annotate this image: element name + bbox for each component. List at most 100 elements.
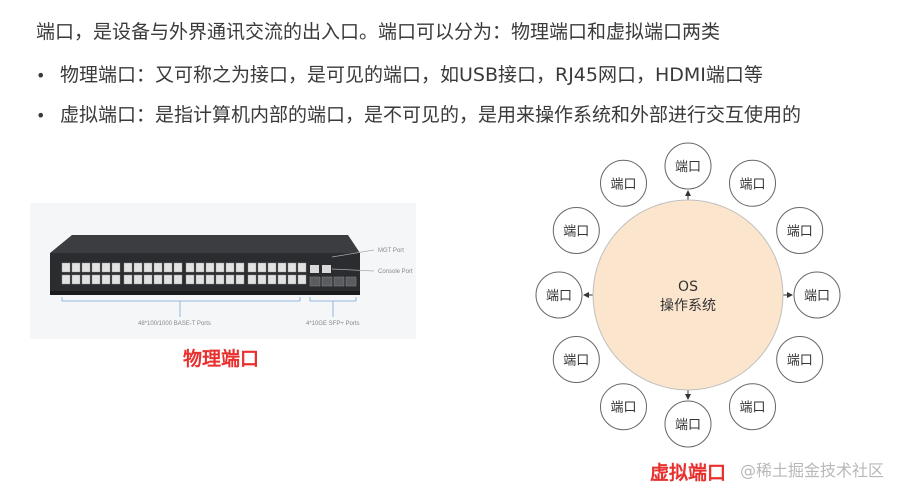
rj45-port xyxy=(235,262,245,273)
bullet-text: 物理端口：又可称之为接口，是可见的端口，如USB接口，RJ45网口，HDMI端口… xyxy=(60,64,763,86)
rj45-port xyxy=(61,274,71,285)
port-node-circle xyxy=(535,271,583,319)
rj45-port xyxy=(267,274,277,285)
sfp-ports-label: 4*10GE SFP+ Ports xyxy=(306,321,360,327)
sfp-port xyxy=(309,276,321,287)
rj45-port xyxy=(133,262,143,273)
rj45-port xyxy=(195,274,205,285)
rj45-port xyxy=(101,274,111,285)
rj45-port xyxy=(123,262,133,273)
port-node-label: 端口 xyxy=(563,354,589,369)
port-node-circle xyxy=(776,336,824,383)
rj45-port xyxy=(143,262,153,273)
rj45-port xyxy=(297,274,307,285)
rj45-port xyxy=(123,274,133,285)
switch-chassis-bottom xyxy=(50,291,360,295)
port-node-circle xyxy=(729,383,776,431)
rj45-port xyxy=(61,262,71,273)
port-node: 端口 xyxy=(664,142,712,190)
port-node-circle xyxy=(776,207,824,254)
rj45-port xyxy=(71,274,81,285)
os-circle xyxy=(592,199,784,391)
rj45-port xyxy=(195,262,205,273)
rj45-port xyxy=(247,274,257,285)
port-node-label: 端口 xyxy=(610,177,636,192)
bullet-marker: • xyxy=(36,106,46,125)
bullet-text: 虚拟端口：是指计算机内部的端口，是不可见的，是用来操作系统和外部进行交互使用的 xyxy=(60,104,802,126)
os-label: OS xyxy=(678,279,698,295)
watermark: @稀土掘金技术社区 xyxy=(740,461,885,480)
diagram-arrows xyxy=(583,190,793,400)
port-node-circle xyxy=(600,383,647,431)
rj45-port xyxy=(267,262,277,273)
port-node: 端口 xyxy=(552,207,600,254)
port-node-label: 端口 xyxy=(787,354,813,369)
network-switch-image: MGT Port Console Port 48*100/1000 BASE-T… xyxy=(30,203,416,339)
rj45-port xyxy=(277,262,287,273)
rj45-port xyxy=(81,274,91,285)
console-port-label: Console Port xyxy=(378,269,413,275)
port-node-label: 端口 xyxy=(804,289,830,304)
rj45-port xyxy=(215,274,225,285)
rj45-port xyxy=(257,262,267,273)
port-node: 端口 xyxy=(793,271,841,319)
network-switch-illustration: MGT Port Console Port 48*100/1000 BASE-T… xyxy=(50,235,413,327)
port-node: 端口 xyxy=(552,336,600,383)
caption-virtual-port: 虚拟端口 xyxy=(650,462,727,484)
sfp-port xyxy=(321,276,333,287)
port-node: 端口 xyxy=(600,383,647,431)
rj45-port xyxy=(205,274,215,285)
switch-chassis-front xyxy=(50,253,360,291)
port-node-circle xyxy=(552,207,600,254)
rj45-port xyxy=(133,274,143,285)
rj45-port xyxy=(205,262,215,273)
sfp-port xyxy=(333,276,345,287)
rj45-port xyxy=(297,262,307,273)
port-node-label: 端口 xyxy=(739,401,765,416)
heading: 端口，是设备与外界通讯交流的出入口。端口可以分为：物理端口和虚拟端口两类 xyxy=(36,21,721,43)
port-node: 端口 xyxy=(664,400,712,448)
mgt-port xyxy=(310,265,319,273)
rj45-port xyxy=(173,262,183,273)
port-node-label: 端口 xyxy=(739,177,765,192)
port-node-label: 端口 xyxy=(563,225,589,240)
port-node-circle xyxy=(793,271,841,319)
port-node-circle xyxy=(552,336,600,383)
rj45-port xyxy=(153,262,163,273)
sfp-port xyxy=(345,276,357,287)
caption-physical-port: 物理端口 xyxy=(183,348,260,370)
rj45-port xyxy=(215,262,225,273)
rj45-port xyxy=(163,274,173,285)
rj45-port xyxy=(101,262,111,273)
port-node-circle xyxy=(600,159,647,207)
rj45-port-grid xyxy=(61,262,307,285)
os-label-cn: 操作系统 xyxy=(660,298,716,314)
port-node-circle xyxy=(664,400,712,448)
bullet-marker: • xyxy=(36,66,46,85)
rj45-port xyxy=(235,274,245,285)
port-node-label: 端口 xyxy=(675,160,701,175)
bullet-virtual-port: • 虚拟端口：是指计算机内部的端口，是不可见的，是用来操作系统和外部进行交互使用的 xyxy=(36,100,801,127)
port-node-circle xyxy=(664,142,712,190)
base-t-ports-label: 48*100/1000 BASE-T Ports xyxy=(138,321,211,327)
mgt-port-label: MGT Port xyxy=(378,248,404,254)
port-node: 端口 xyxy=(776,336,824,383)
switch-chassis-top xyxy=(50,235,360,253)
port-node: 端口 xyxy=(729,159,776,207)
rj45-port xyxy=(111,274,121,285)
rj45-port xyxy=(247,262,257,273)
port-node-label: 端口 xyxy=(787,225,813,240)
port-node: 端口 xyxy=(776,207,824,254)
rj45-port xyxy=(91,274,101,285)
rj45-port xyxy=(287,262,297,273)
rj45-port xyxy=(91,262,101,273)
rj45-port xyxy=(81,262,91,273)
rj45-port xyxy=(225,262,235,273)
port-node: 端口 xyxy=(729,383,776,431)
rj45-port xyxy=(277,274,287,285)
rj45-port xyxy=(185,262,195,273)
rj45-port xyxy=(163,262,173,273)
rj45-port xyxy=(71,262,81,273)
